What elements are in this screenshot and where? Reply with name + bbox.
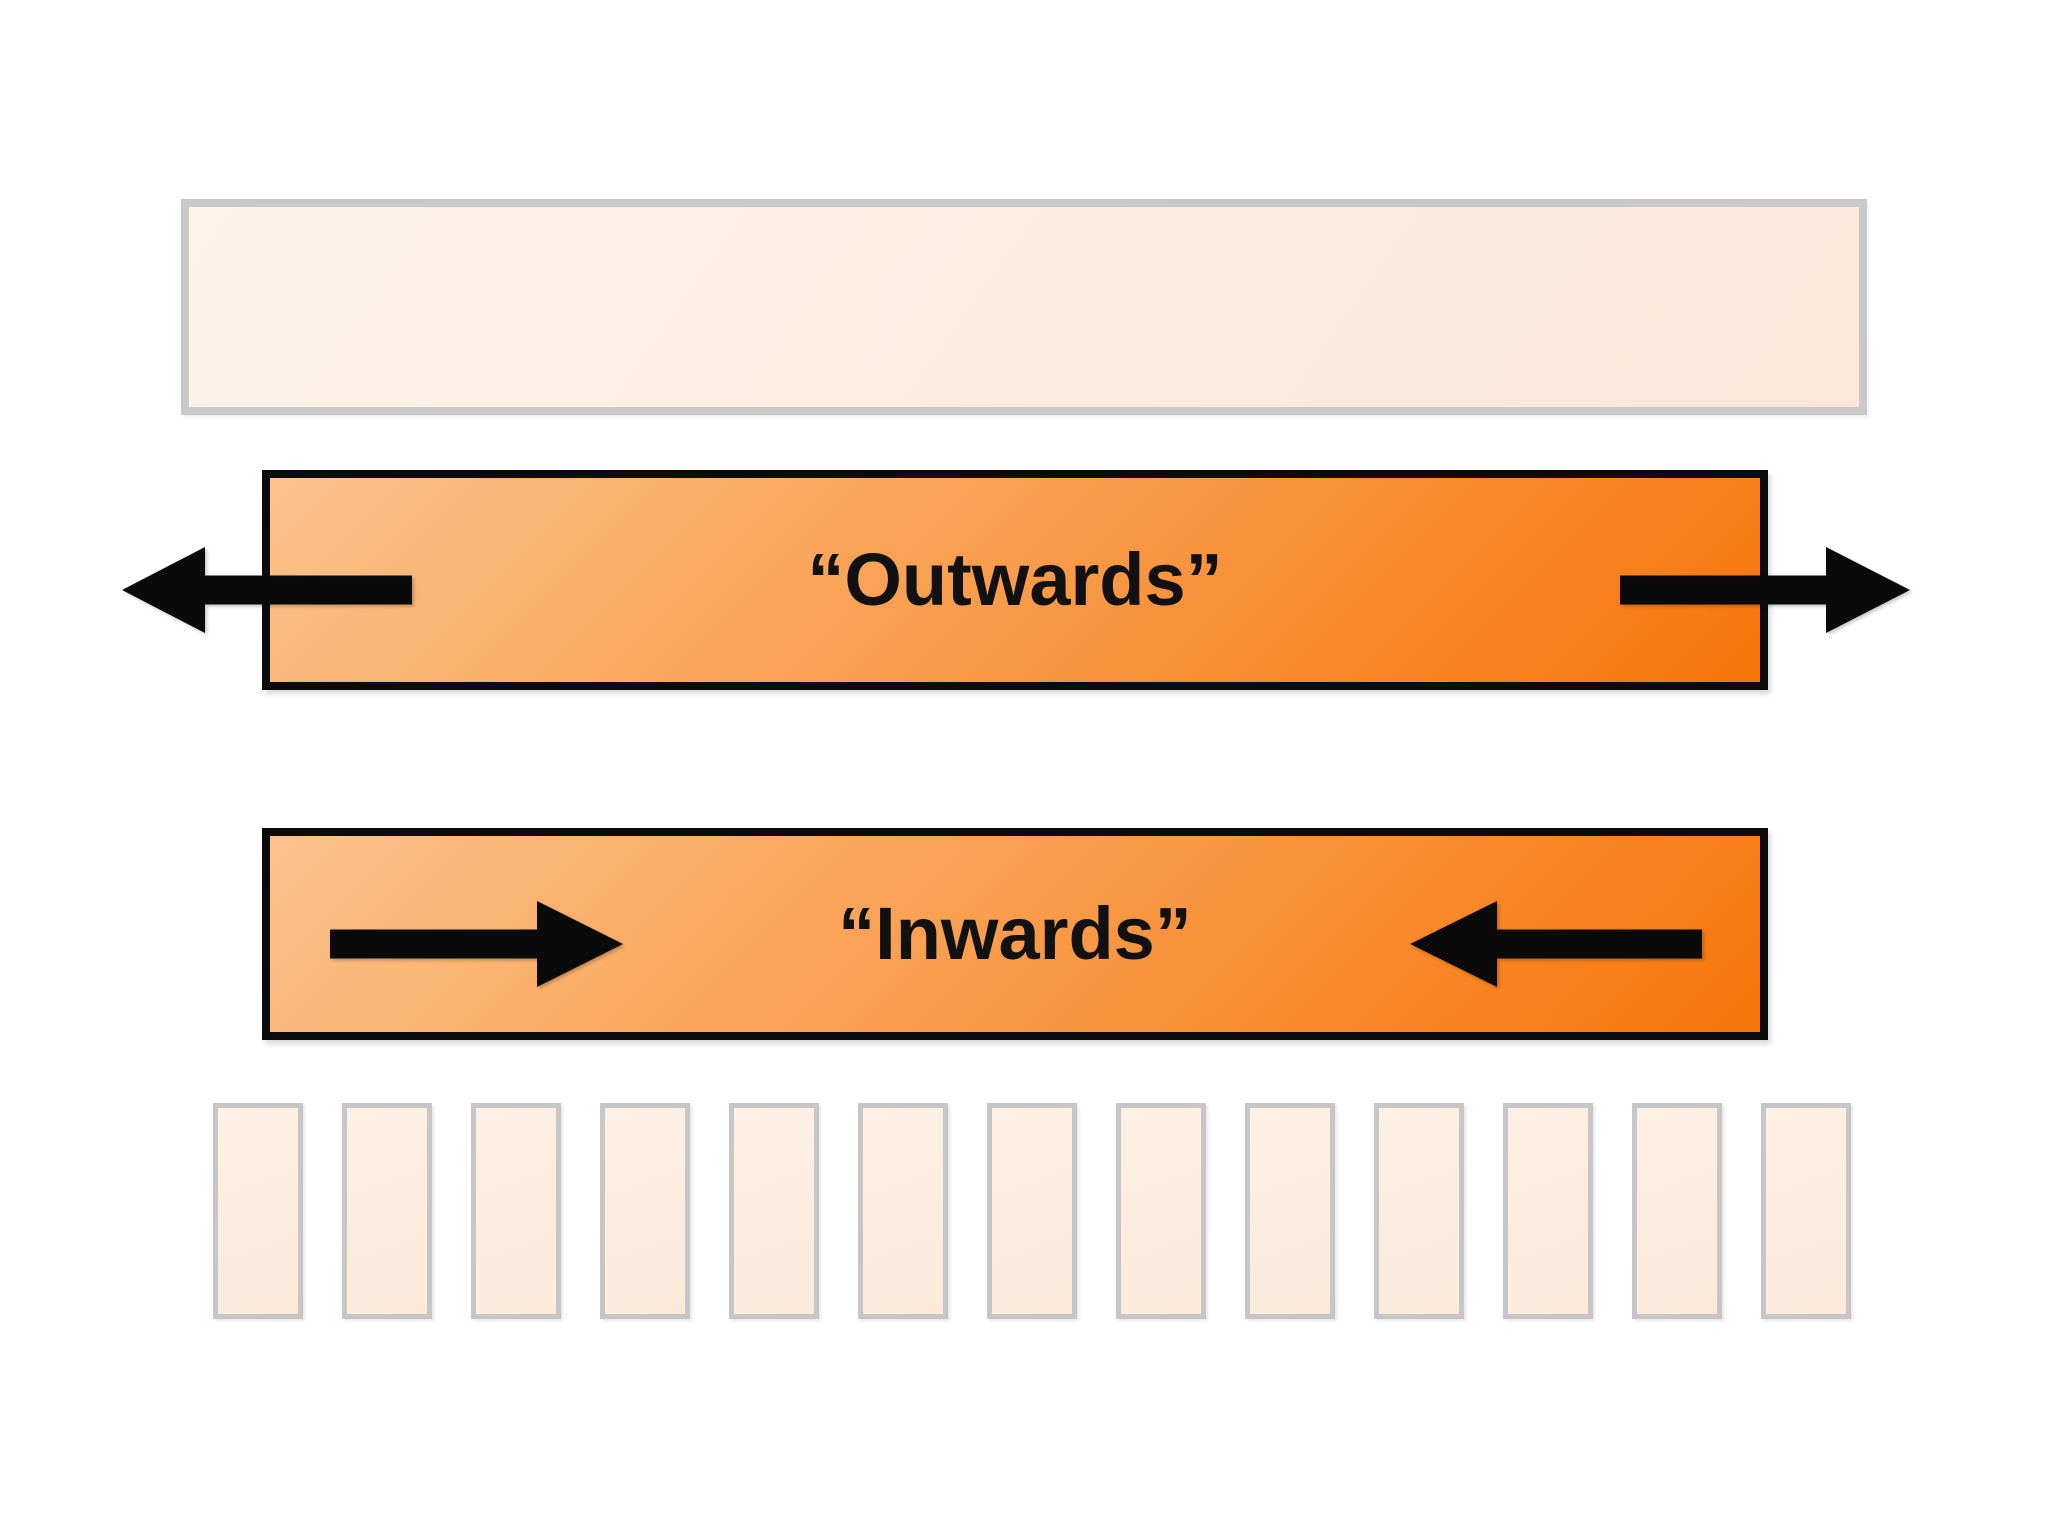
strip-segment [213, 1103, 303, 1319]
outwards-bar: “Outwards” [262, 470, 1768, 690]
membrane-strip-row [213, 1103, 1851, 1319]
faded-membrane-bar [181, 199, 1867, 415]
strip-segment [729, 1103, 819, 1319]
strip-segment [342, 1103, 432, 1319]
strip-segment [471, 1103, 561, 1319]
arrow-left-icon [1410, 901, 1702, 987]
strip-segment [1116, 1103, 1206, 1319]
arrow-right-icon [1620, 547, 1910, 633]
strip-segment [600, 1103, 690, 1319]
strip-segment [987, 1103, 1077, 1319]
strip-segment [1761, 1103, 1851, 1319]
strip-segment [858, 1103, 948, 1319]
strip-segment [1374, 1103, 1464, 1319]
arrow-right-icon [330, 901, 623, 987]
strip-segment [1632, 1103, 1722, 1319]
arrow-left-icon [122, 547, 412, 633]
inwards-label: “Inwards” [838, 892, 1192, 975]
strip-segment [1245, 1103, 1335, 1319]
outwards-label: “Outwards” [807, 538, 1223, 621]
strip-segment [1503, 1103, 1593, 1319]
